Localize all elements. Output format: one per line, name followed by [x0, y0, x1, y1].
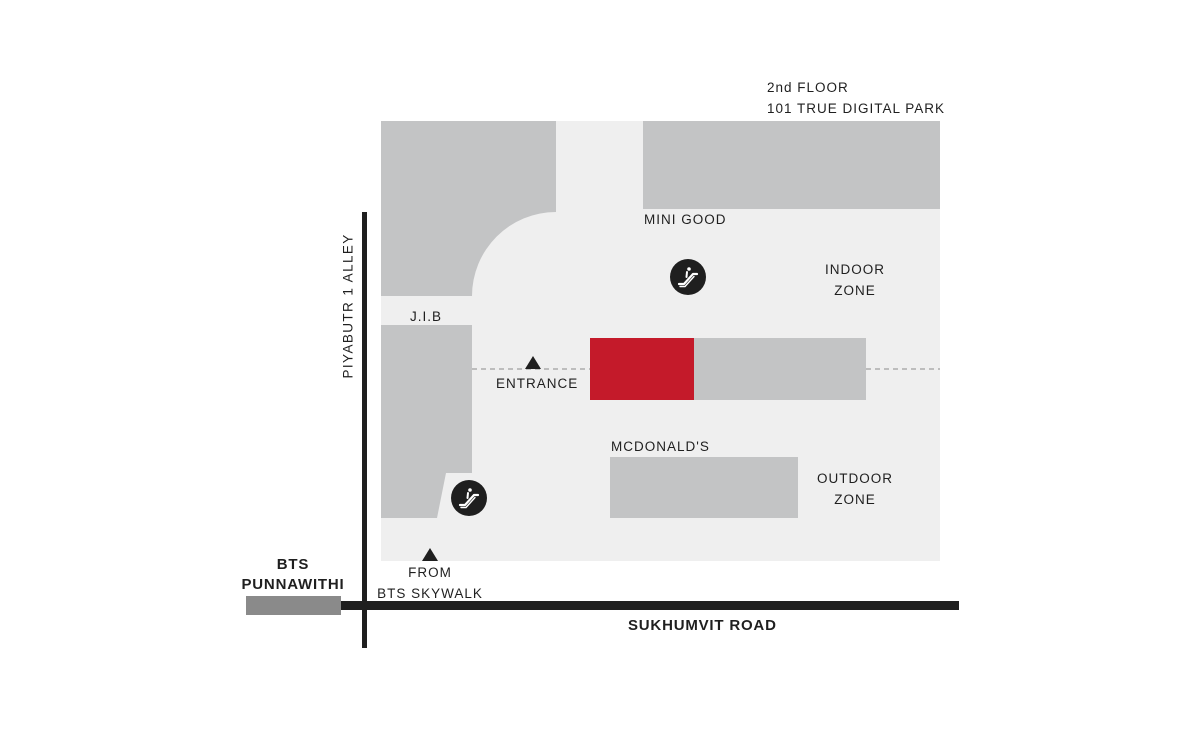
building-label: 101 TRUE DIGITAL PARK	[767, 101, 946, 116]
outdoor-zone-label: OUTDOOR ZONE	[813, 468, 897, 510]
from-skywalk-line-1: FROM	[408, 565, 452, 580]
bts-station-line-2: PUNNAWITHI	[241, 576, 345, 593]
from-skywalk-label: FROM BTS SKYWALK	[375, 562, 485, 604]
triangle-marker-icon	[525, 356, 541, 369]
piyabutr-alley-label: PIYABUTR 1 ALLEY	[340, 233, 356, 379]
sukhumvit-road-line	[341, 601, 959, 610]
building-block-top-right	[643, 121, 940, 209]
store-block-center	[694, 338, 866, 400]
sukhumvit-road-label: SUKHUMVIT ROAD	[628, 617, 777, 634]
mcdonalds-label: MCDONALD'S	[611, 439, 710, 454]
bts-station-label: BTS PUNNAWITHI	[228, 555, 358, 595]
indoor-zone-label: INDOOR ZONE	[815, 259, 895, 301]
bts-track	[246, 596, 341, 615]
escalator-icon	[670, 259, 706, 295]
outdoor-zone-line-2: ZONE	[834, 492, 876, 507]
from-skywalk-line-2: BTS SKYWALK	[377, 586, 483, 601]
indoor-zone-line-2: ZONE	[834, 283, 876, 298]
bts-station-line-1: BTS	[276, 556, 310, 573]
entrance-label: ENTRANCE	[496, 376, 579, 391]
triangle-marker-icon	[422, 548, 438, 561]
escalator-icon	[451, 480, 487, 516]
mcdonalds-block	[610, 457, 798, 518]
mini-good-label: MINI GOOD	[644, 212, 727, 227]
outdoor-zone-line-1: OUTDOOR	[817, 471, 893, 486]
building-block-jib	[381, 325, 472, 518]
piyabutr-alley-line	[362, 212, 367, 648]
floor-label: 2nd FLOOR	[767, 80, 849, 95]
highlight-store[interactable]	[590, 338, 694, 400]
indoor-zone-line-1: INDOOR	[825, 262, 885, 277]
building-block-top-left	[381, 121, 556, 296]
jib-label: J.I.B	[410, 309, 443, 324]
